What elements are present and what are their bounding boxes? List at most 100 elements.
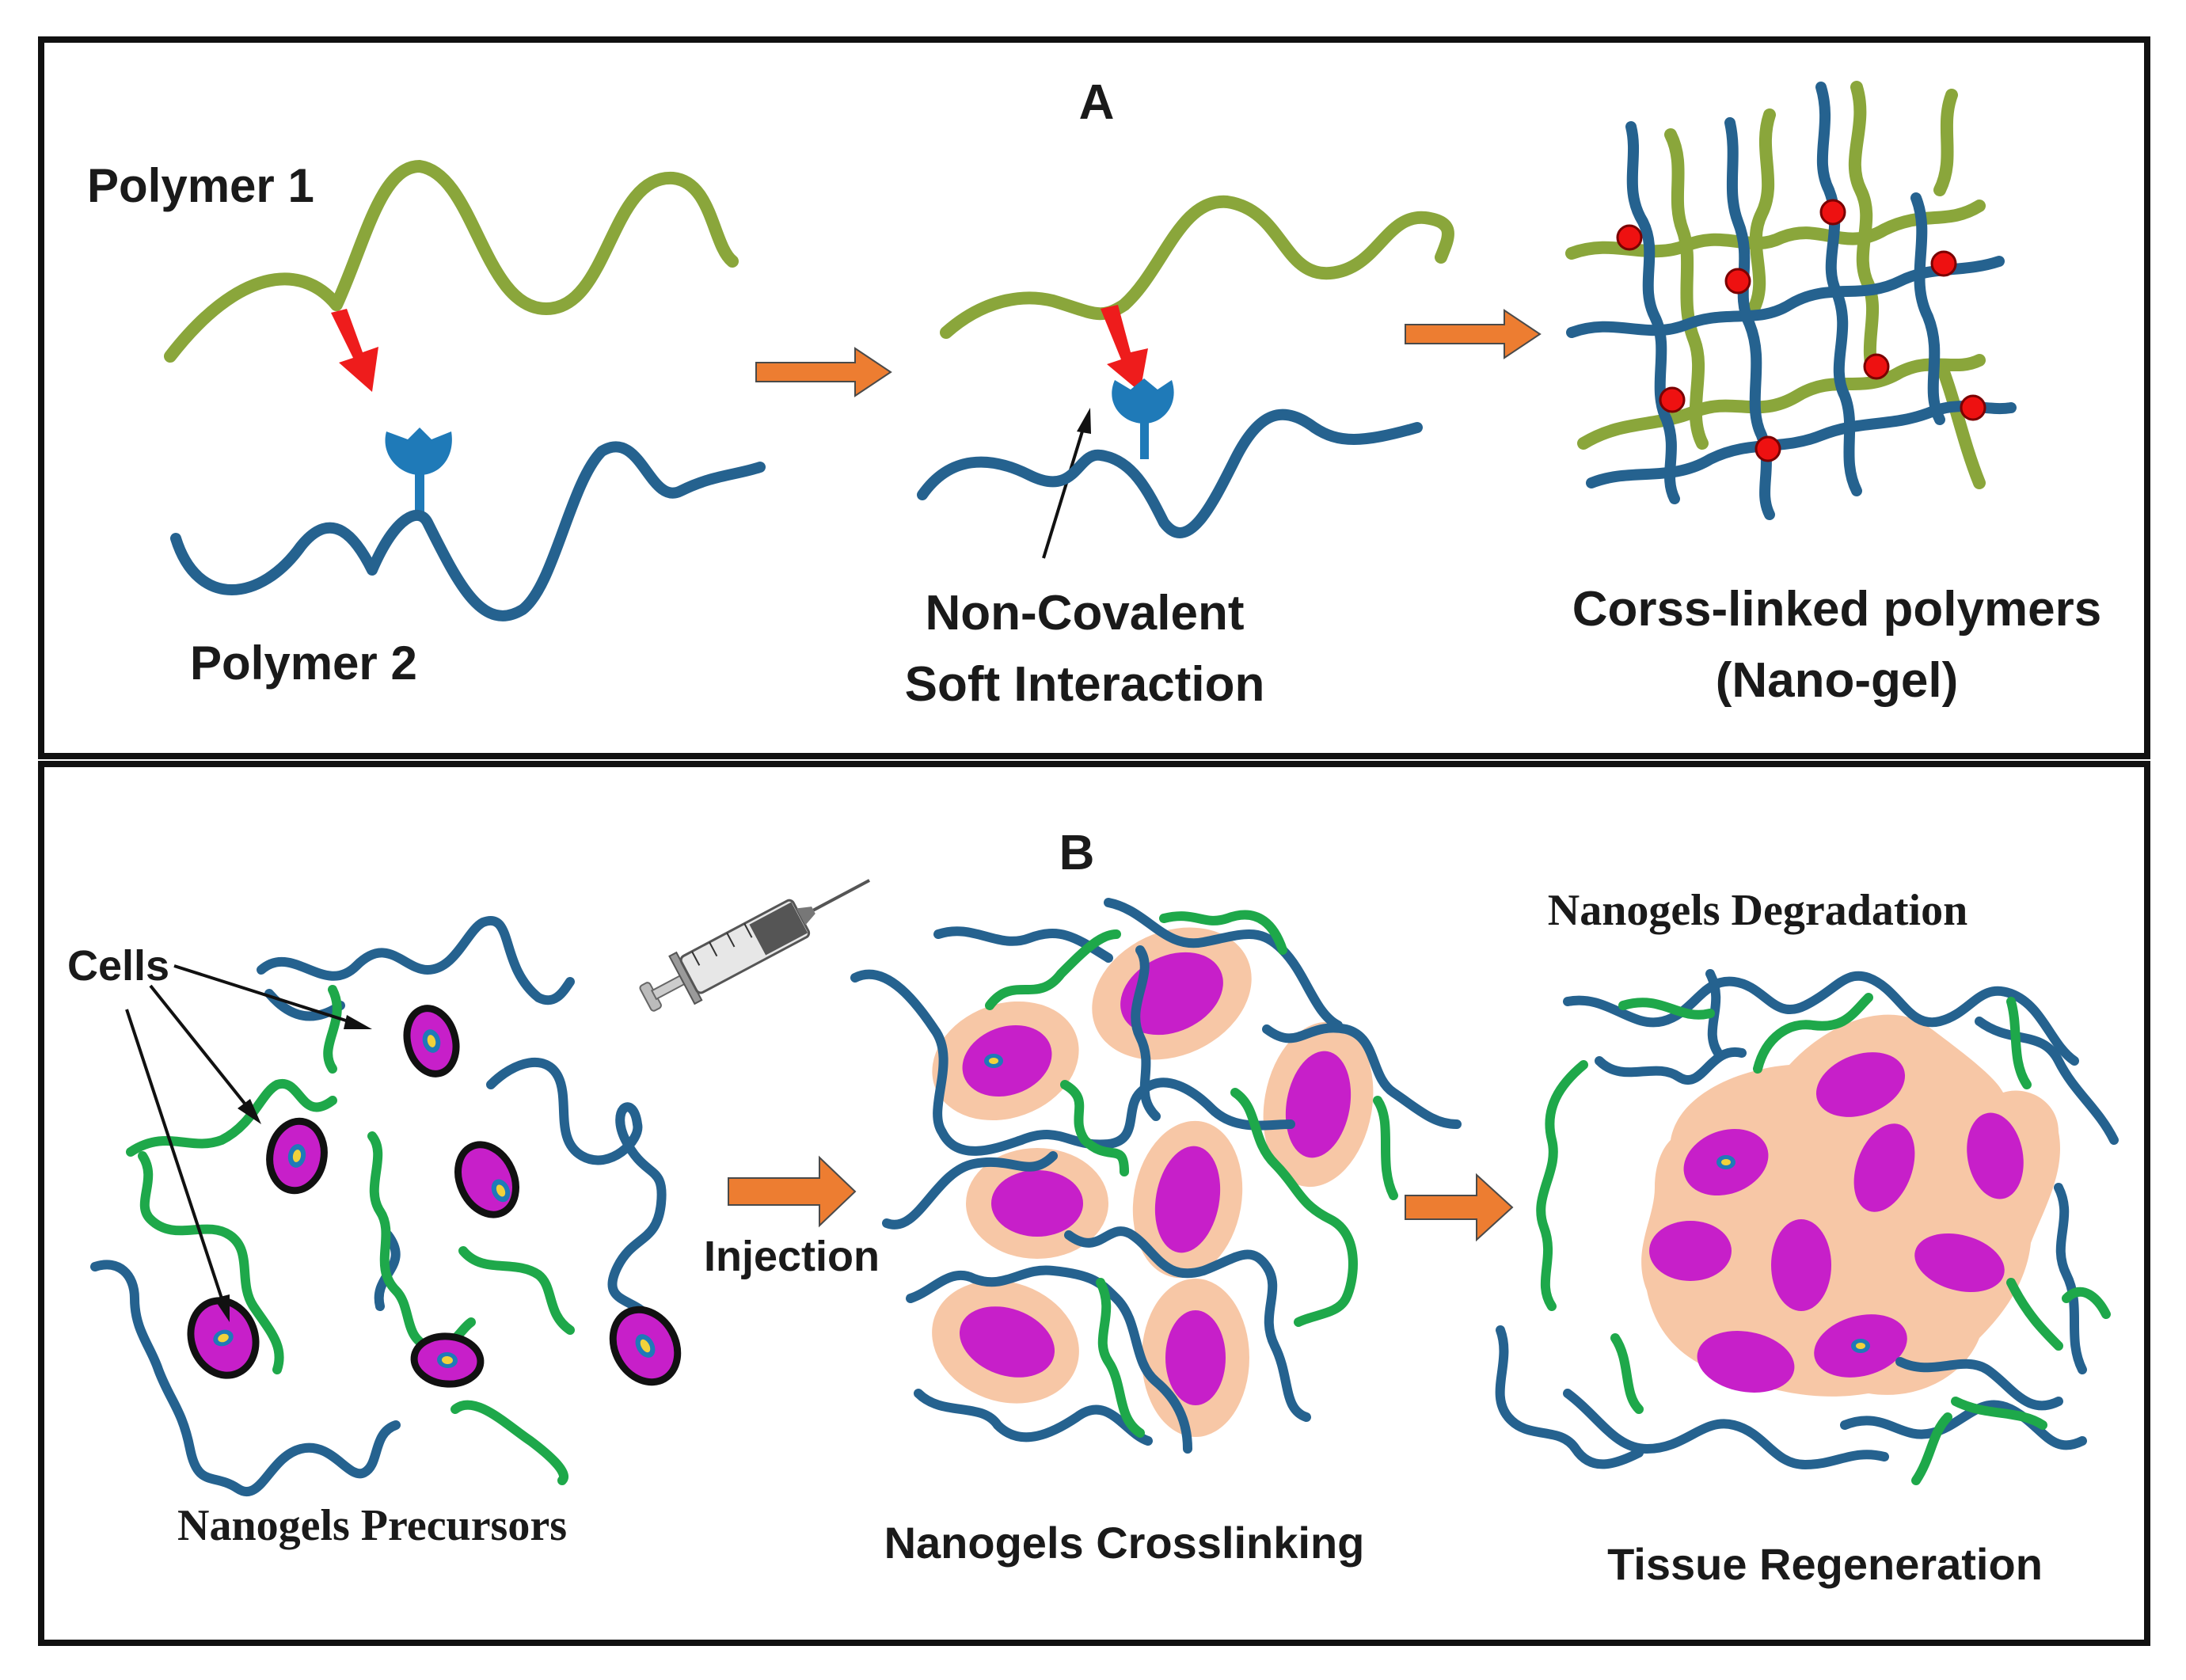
pointer-arrowhead xyxy=(1077,408,1091,434)
stage-crosslinked-network: Corss-linked polymers (Nano-gel) xyxy=(1565,81,2101,708)
blue-strand xyxy=(257,916,575,1005)
regeneration-blue-strands xyxy=(1495,969,2119,1469)
blue-strand xyxy=(1815,82,1862,496)
green-strand xyxy=(1618,998,1715,1020)
blue-strand xyxy=(1495,1325,1644,1469)
arrowhead-icon xyxy=(344,1015,372,1029)
stage-regeneration: Nanogels Degradation xyxy=(1495,886,2119,1589)
red-arrow-a2 xyxy=(1101,305,1148,392)
orange-arrow-a1 xyxy=(755,347,892,397)
cell xyxy=(1285,1051,1352,1158)
cell xyxy=(454,1141,519,1218)
crosslink-point xyxy=(1616,224,1643,251)
stage-precursors: Cells xyxy=(67,916,682,1550)
blue-strand xyxy=(914,1389,1153,1446)
syringe-icon xyxy=(639,879,871,1012)
cell xyxy=(403,1005,460,1078)
receptor-cup-icon xyxy=(385,428,452,475)
crosslink-point xyxy=(1960,394,1986,421)
cell xyxy=(1815,1052,1906,1117)
orange-arrow-b1 xyxy=(728,1155,857,1228)
blue-strand xyxy=(264,989,345,1021)
green-strand xyxy=(1096,1278,1145,1438)
green-strand xyxy=(1664,128,1709,450)
blue-strand xyxy=(1104,898,1343,1030)
cell xyxy=(187,1297,260,1379)
cells-label: Cells xyxy=(67,942,169,990)
stage-separate-polymers: Polymer 1 Polymer 2 xyxy=(87,159,766,690)
cell xyxy=(959,1306,1055,1378)
precursor-green-strands xyxy=(126,985,575,1485)
cell xyxy=(991,1170,1083,1237)
green-strand xyxy=(2062,1287,2111,1319)
panel-b: B Cells xyxy=(38,761,2150,1646)
green-strand xyxy=(1951,1397,2047,1430)
receptor-bound xyxy=(1112,378,1174,459)
red-arrow-a1 xyxy=(331,309,378,392)
stage-soft-interaction: Non-Covalent Soft Interaction xyxy=(905,195,1454,712)
panel-a: A Polymer 1 Polymer 2 Non-Cov xyxy=(38,36,2150,759)
receptor-bound-stem xyxy=(1140,420,1149,459)
green-strand xyxy=(1753,993,1873,1074)
cell-nucleus-core xyxy=(1856,1343,1865,1349)
green-strand xyxy=(323,985,342,1074)
blue-strand xyxy=(1975,1017,2119,1145)
crosslink-point xyxy=(1724,268,1751,295)
blue-strand xyxy=(1895,1357,2063,1411)
green-strand xyxy=(458,1246,575,1335)
green-strand xyxy=(1911,1412,1952,1485)
blue-strand xyxy=(1064,1226,1311,1422)
blue-strand xyxy=(1705,969,1723,1058)
crosslink-point xyxy=(1819,199,1846,226)
blue-strand xyxy=(1131,945,1161,1121)
polymer-1-chain xyxy=(164,160,739,363)
polymer-1-chain-bound xyxy=(940,195,1454,339)
interaction-label-line1: Non-Covalent xyxy=(926,586,1245,640)
interaction-label-line2: Soft Interaction xyxy=(905,657,1265,712)
panel-a-border xyxy=(38,36,2150,759)
crosslink-point xyxy=(1863,353,1890,380)
green-strand xyxy=(1848,81,1883,386)
green-strand xyxy=(451,1400,568,1485)
cell xyxy=(1853,1123,1915,1212)
degradation-label: Nanogels Degradation xyxy=(1548,886,1967,935)
crosslinking-label: Nanogels Crosslinking xyxy=(884,1518,1365,1568)
cell-nucleus-core xyxy=(989,1058,998,1064)
arrowhead-icon xyxy=(238,1099,261,1124)
crosslinked-label-line2: (Nano-gel) xyxy=(1716,653,1959,708)
green-strand xyxy=(2006,997,2032,1089)
receptor-site xyxy=(385,428,452,515)
cell xyxy=(410,1332,485,1388)
polymer-2-label: Polymer 2 xyxy=(190,637,417,690)
regeneration-green-strands xyxy=(1536,993,2111,1485)
crosslink-point xyxy=(1755,435,1781,462)
green-strand xyxy=(1373,1096,1398,1200)
pointer-line xyxy=(125,1009,223,1299)
crosslinking-blue-strands xyxy=(850,898,1462,1454)
cell xyxy=(1165,1310,1226,1405)
polymer-1-label: Polymer 1 xyxy=(87,159,314,212)
green-strand xyxy=(1230,1088,1358,1327)
panel-a-letter: A xyxy=(1079,75,1115,130)
green-strand xyxy=(138,1151,284,1374)
blue-strand xyxy=(1910,192,1945,425)
crosslink-points xyxy=(1616,199,1986,462)
cell xyxy=(962,1024,1052,1097)
blue-strand xyxy=(1625,121,1680,504)
crosslinked-label-line1: Corss-linked polymers xyxy=(1572,582,2101,637)
cell xyxy=(1914,1233,2005,1292)
panel-b-border xyxy=(38,761,2150,1646)
orange-arrow-b2 xyxy=(1405,1173,1514,1242)
pointer-line xyxy=(173,964,349,1023)
cell xyxy=(266,1117,328,1195)
green-strand xyxy=(1610,1333,1644,1414)
panel-b-letter: B xyxy=(1059,826,1095,880)
receptor-stem xyxy=(415,472,424,515)
cells-pointer-arrows xyxy=(125,964,372,1322)
blue-strand xyxy=(1563,1389,1889,1469)
blue-strand xyxy=(1566,256,2005,338)
green-strand xyxy=(126,1078,337,1157)
pointer-line xyxy=(1042,423,1086,559)
crosslink-point xyxy=(1659,386,1686,413)
